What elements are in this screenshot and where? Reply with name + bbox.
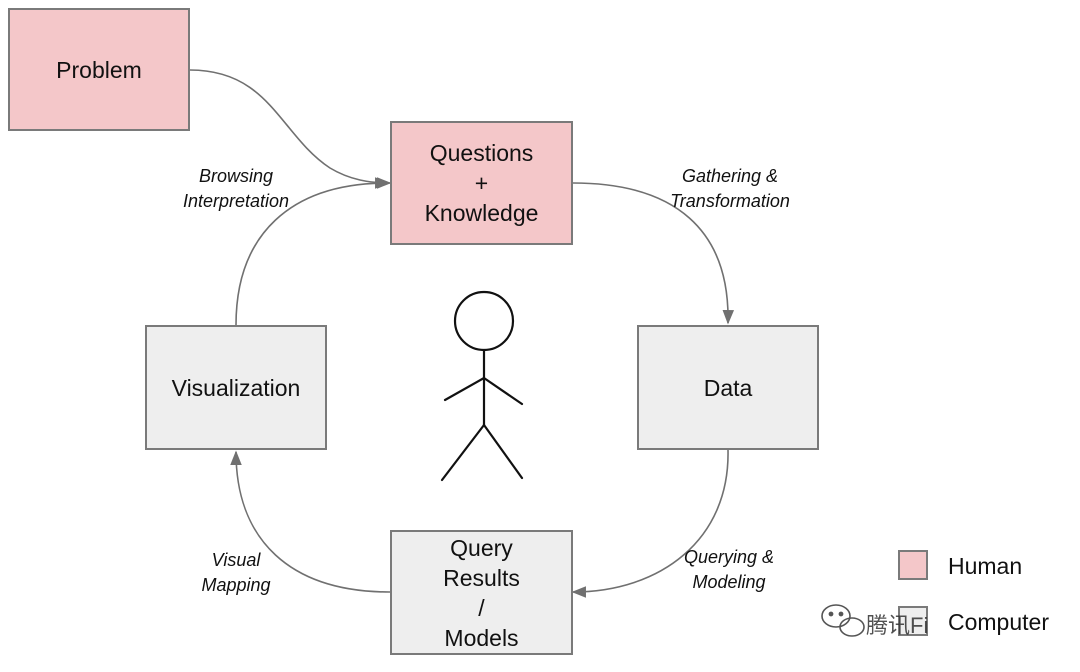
legend-swatch-human [898,550,928,580]
node-visualization-label: Visualization [171,374,301,401]
node-query-line-1: Query [450,534,513,561]
node-data: Data [637,325,819,450]
node-query-line-4: Models [444,624,519,651]
arrow-data-to-query [571,449,729,598]
arrow-visualization-to-questions [235,177,390,326]
node-questions-line-2: + [474,170,489,196]
legend-swatch-computer [898,606,928,636]
edge-label-visual-line-2: Mapping [201,575,271,595]
node-problem: Problem [8,8,190,131]
node-problem-label: Problem [56,56,142,83]
edge-label-querying-line-1: Querying & [683,547,775,567]
edge-label-browsing-line-1: Browsing [198,166,274,186]
arrow-problem-to-questions [189,69,392,189]
node-questions-line-1: Questions [429,140,534,166]
edge-label-browsing-line-2: Interpretation [182,191,290,211]
edge-label-browsing-interpretation: Browsing Interpretation [166,164,306,214]
arrow-query-to-visualization [230,450,391,593]
edge-label-visual-line-1: Visual [211,550,261,570]
watermark-text: 腾讯Fi [866,613,929,638]
edge-label-gathering-line-2: Transformation [670,191,790,211]
edge-label-querying-modeling: Querying & Modeling [664,545,794,595]
legend-label-computer: Computer [948,609,1049,635]
node-data-label: Data [703,374,753,401]
node-query-results-models: Query Results / Models [390,530,573,655]
person-stick-figure-icon [440,290,524,482]
node-query-line-3: / [478,594,485,621]
wechat-watermark-icon [821,604,865,637]
node-questions-knowledge: Questions + Knowledge [390,121,573,245]
node-questions-line-3: Knowledge [424,200,539,226]
node-visualization: Visualization [145,325,327,450]
edge-label-gathering-transformation: Gathering & Transformation [645,164,815,214]
node-query-line-2: Results [443,564,520,591]
legend-label-human: Human [948,553,1023,579]
edge-label-visual-mapping: Visual Mapping [181,548,291,598]
edge-label-querying-line-2: Modeling [692,572,766,592]
arrow-questions-to-data [572,182,735,325]
edge-label-gathering-line-1: Gathering & [681,166,779,186]
